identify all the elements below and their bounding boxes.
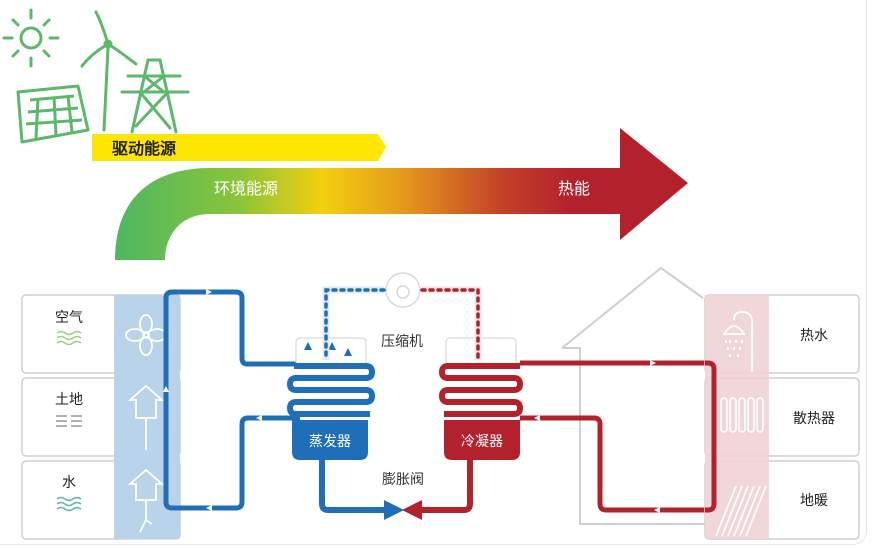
source-loop-pipe <box>163 289 300 511</box>
expansion-valve-icon <box>384 500 422 520</box>
air-waves-icon <box>56 330 82 346</box>
compressor-label: 压缩机 <box>381 334 423 350</box>
heat-energy-label: 热能 <box>558 179 590 198</box>
heating-loop-overlay <box>705 360 717 513</box>
water-well-icon <box>127 468 165 533</box>
water-waves-icon <box>56 496 82 512</box>
driving-energy-banner <box>92 134 386 161</box>
driving-energy-label: 驱动能源 <box>112 139 176 158</box>
ground-lines-icon <box>56 415 82 427</box>
expansion-pipes <box>319 460 473 513</box>
condenser-label: 冷凝器 <box>461 434 503 450</box>
evaporator <box>286 337 376 460</box>
source-label-air: 空气 <box>55 310 83 326</box>
compressor-icon <box>385 272 421 308</box>
environment-energy-label: 环境能源 <box>214 179 278 198</box>
sun-icon <box>2 8 60 68</box>
evaporator-label: 蒸发器 <box>309 434 351 450</box>
refrigerant-dotted-lines <box>322 286 482 362</box>
ground-probe-icon <box>127 384 165 450</box>
solar-panel-icon <box>16 84 90 144</box>
floor-heating-icon <box>715 485 767 537</box>
source-label-water: 水 <box>62 475 76 491</box>
output-label-hot-water: 热水 <box>800 328 828 344</box>
output-label-radiator: 散热器 <box>793 411 835 427</box>
source-label-ground: 土地 <box>55 392 83 408</box>
source-panel <box>21 294 181 540</box>
heating-loop-pipe <box>520 360 717 513</box>
wind-turbine-icon <box>80 10 138 132</box>
power-pylon-icon <box>120 58 190 134</box>
output-label-floor-heating: 地暖 <box>800 493 828 509</box>
energy-flow-arrow <box>115 128 688 260</box>
radiator-icon <box>720 397 764 433</box>
shower-icon <box>722 311 753 372</box>
output-panel <box>704 294 860 540</box>
expansion-valve-label: 膨胀阀 <box>382 471 424 488</box>
house-outline <box>561 266 706 525</box>
flow-arrows-red <box>534 360 717 513</box>
flow-arrows-blue <box>163 289 262 511</box>
